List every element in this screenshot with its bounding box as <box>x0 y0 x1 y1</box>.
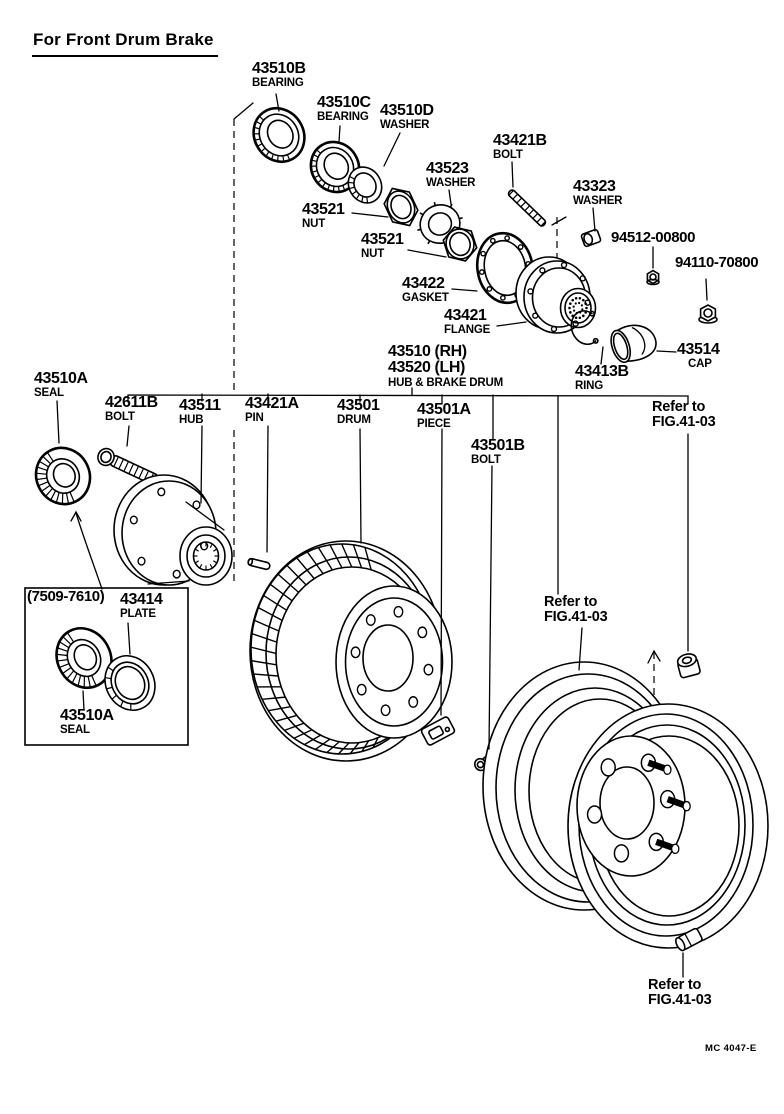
seal-hatch <box>35 451 76 505</box>
plate-hatch <box>105 666 132 711</box>
label-43414-plate: 43414 PLATE <box>120 591 163 621</box>
label-43501-drum: 43501 DRUM <box>337 397 380 427</box>
label-43514-cap: 43514 CAP <box>677 341 720 371</box>
part-lug-nut <box>676 653 701 679</box>
part-nut-94512 <box>646 269 660 286</box>
drum-face <box>265 556 453 750</box>
label-43510a-seal-inset: 43510A SEAL <box>60 707 114 737</box>
part-ring-43413b <box>570 310 599 346</box>
part-seal-43510a <box>34 446 92 506</box>
part-pin-43421a <box>247 557 271 571</box>
seal-hatch <box>56 631 97 689</box>
wheel-lug-holes <box>586 753 691 863</box>
drum-bolt-holes <box>350 605 434 717</box>
label-43510d-washer: 43510D WASHER <box>380 102 434 132</box>
part-cap-43514 <box>610 324 657 364</box>
drum-fins <box>250 543 379 755</box>
part-washer-43323 <box>580 228 602 248</box>
label-refer-fig-mid: Refer to FIG.41-03 <box>652 399 716 430</box>
hub-bore-hatch <box>193 542 219 570</box>
part-valve-piece <box>674 927 703 952</box>
label-43510b-bearing: 43510B BEARING <box>252 60 306 90</box>
label-bracket <box>127 387 689 595</box>
part-flange-43421 <box>515 256 597 334</box>
flange-holes <box>527 261 591 333</box>
part-wheel <box>482 661 769 949</box>
label-43523-washer: 43523 WASHER <box>426 160 476 190</box>
label-94110-70800: 94110-70800 <box>675 254 759 271</box>
label-43422-gasket: 43422 GASKET <box>402 275 449 305</box>
label-hub-brake-drum: 43510 (RH) 43520 (LH) HUB & BRAKE DRUM <box>388 343 503 389</box>
label-43501b-bolt: 43501B BOLT <box>471 437 525 467</box>
label-42611b-bolt: 42611B BOLT <box>105 394 158 424</box>
label-43323-washer: 43323 WASHER <box>573 178 623 208</box>
part-nut-94110 <box>698 304 718 324</box>
label-43421-flange: 43421 FLANGE <box>444 307 491 337</box>
part-nut-43521-upper <box>383 187 419 227</box>
label-inset-range: (7509-7610) <box>27 588 105 605</box>
label-43521-nut-upper: 43521 NUT <box>302 201 345 231</box>
label-refer-fig-wheel: Refer to FIG.41-03 <box>544 594 608 625</box>
label-43421b-bolt: 43421B BOLT <box>493 132 547 162</box>
bearing-hatch <box>253 115 291 163</box>
label-43521-nut-lower: 43521 NUT <box>361 231 404 261</box>
part-bearing-43510b <box>252 107 306 163</box>
label-43413b-ring: 43413B RING <box>575 363 629 393</box>
figure-code: MC 4047-E <box>705 1043 757 1054</box>
bolt-threads <box>113 457 159 486</box>
part-hub-43511 <box>113 474 233 586</box>
label-43421a-pin: 43421A PIN <box>245 395 299 425</box>
part-washer-43510d <box>347 166 383 204</box>
leader-lines <box>56 93 708 978</box>
label-43510c-bearing: 43510C BEARING <box>317 94 371 124</box>
label-43510a-seal: 43510A SEAL <box>34 370 88 400</box>
page-title: For Front Drum Brake <box>32 30 218 57</box>
label-94512-00800: 94512-00800 <box>611 229 696 246</box>
washer-hatch <box>348 175 369 203</box>
part-bearing-43510c <box>309 140 361 194</box>
stud-threads <box>508 189 546 228</box>
label-refer-fig-bottom: Refer to FIG.41-03 <box>648 977 712 1008</box>
part-nut-43521-lower <box>442 226 478 262</box>
label-43501a-piece: 43501A PIECE <box>417 401 471 431</box>
part-piece-43501a <box>420 716 456 746</box>
inset-arrow <box>70 510 103 590</box>
bearing-hatch <box>310 148 346 193</box>
label-43511-hub: 43511 HUB <box>179 397 221 427</box>
